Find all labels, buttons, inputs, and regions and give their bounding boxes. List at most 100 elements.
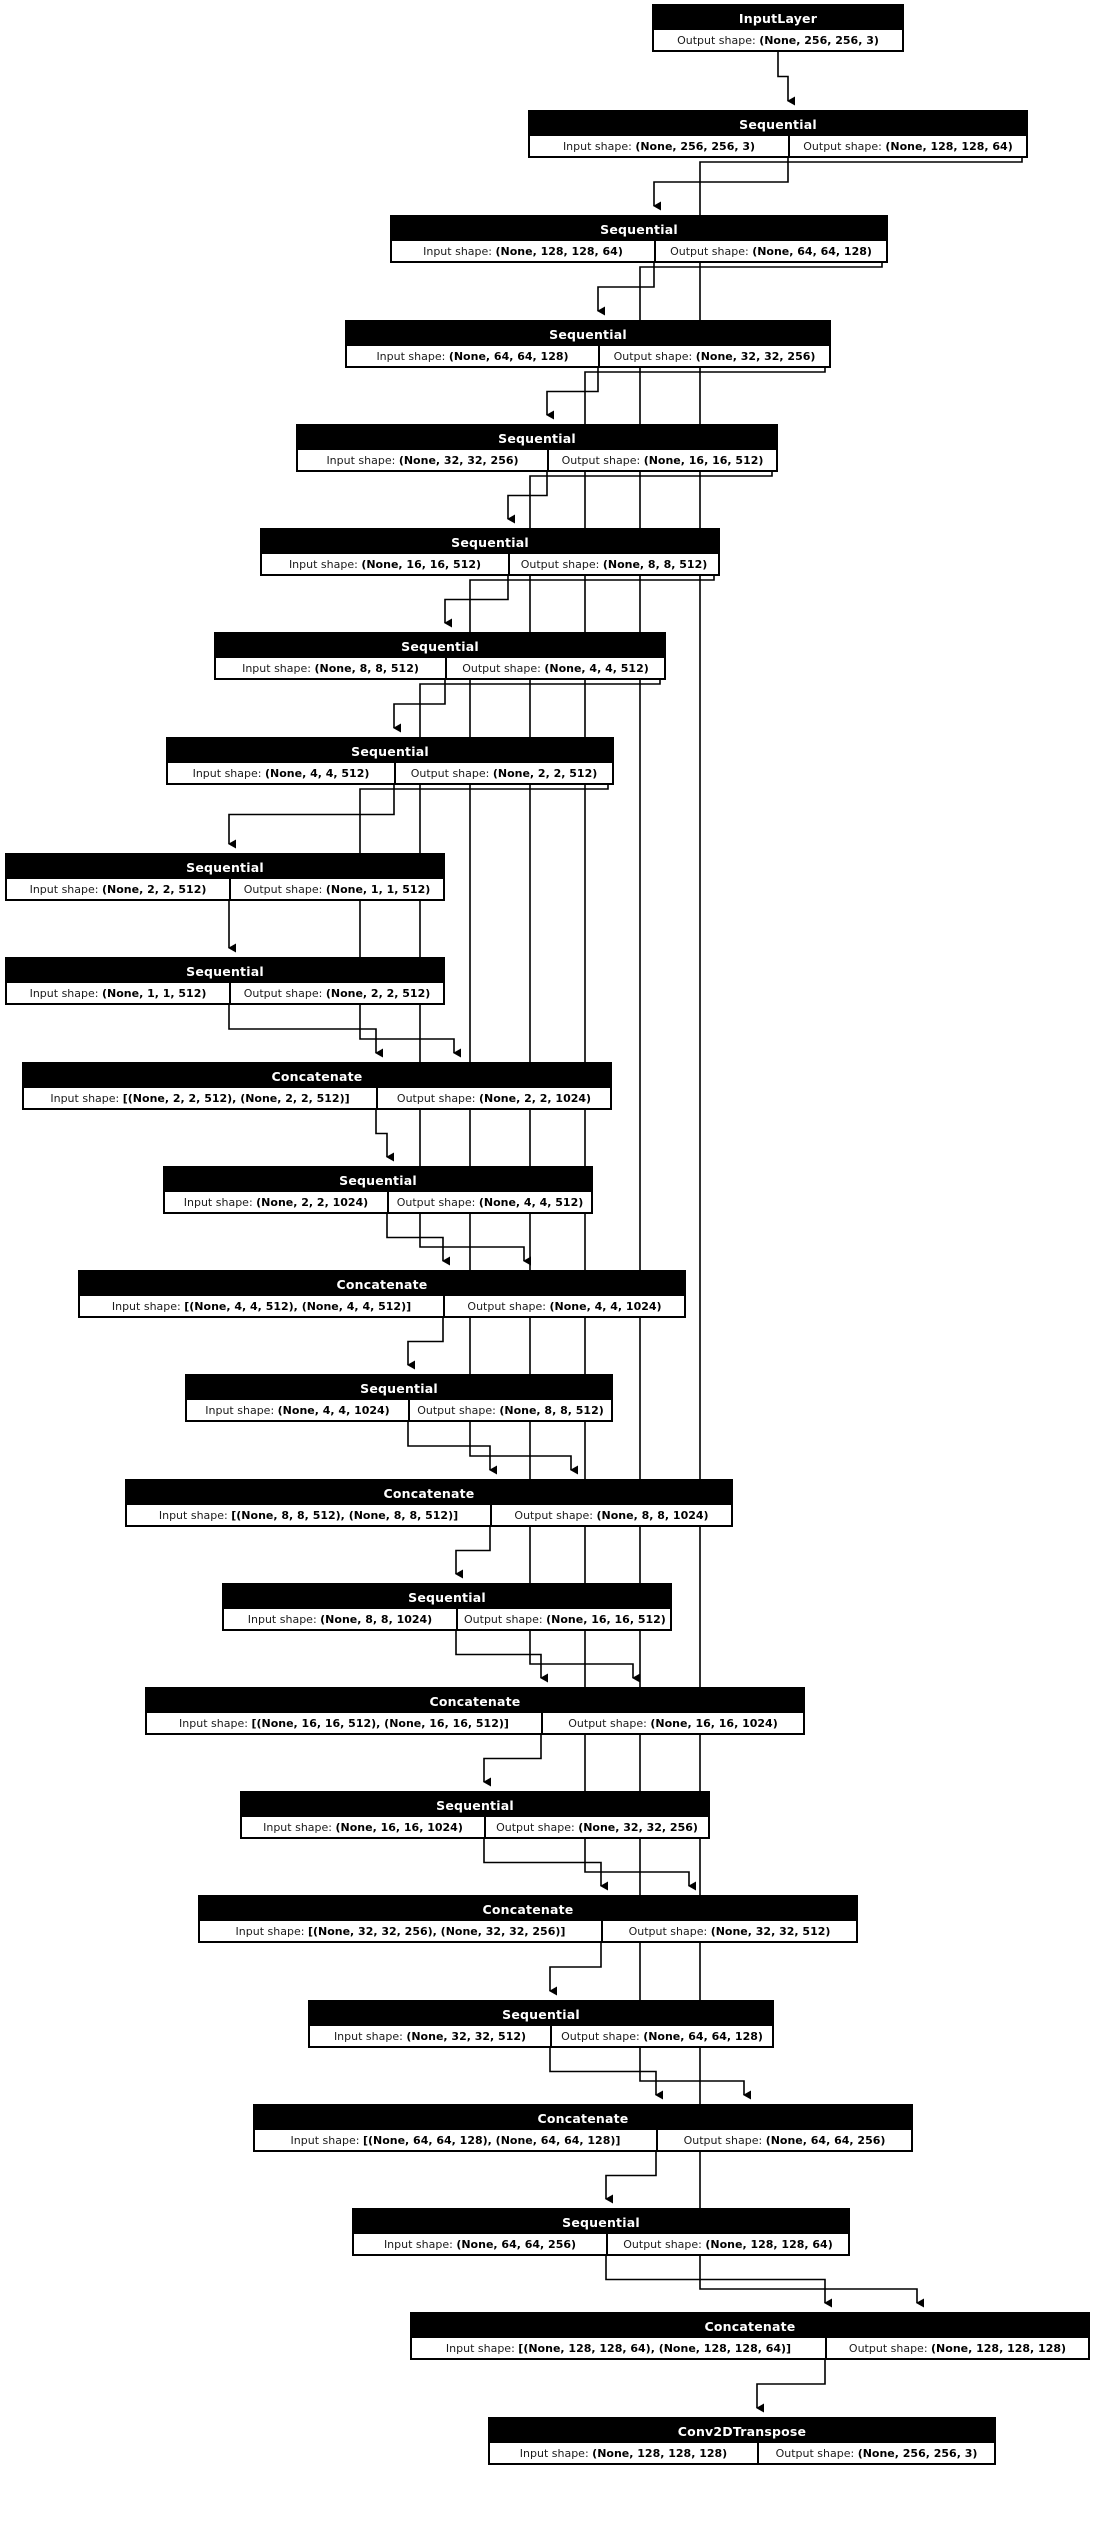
- node-output-shape: Output shape: (None, 16, 16, 1024): [568, 1716, 778, 1730]
- node-type-label: Sequential: [310, 2002, 772, 2026]
- graph-edge: [455, 1527, 491, 1579]
- graph-edge: [228, 785, 395, 849]
- node-output-shape: Output shape: (None, 64, 64, 128): [561, 2029, 763, 2043]
- node-input-shape: Input shape: (None, 64, 64, 128): [347, 346, 600, 366]
- node-shape-row: Input shape: (None, 8, 8, 512)Output sha…: [216, 658, 664, 678]
- node-shape-row: Input shape: [(None, 2, 2, 512), (None, …: [24, 1088, 610, 1108]
- node-type-label: Sequential: [224, 1585, 670, 1609]
- node-type-label: Sequential: [168, 739, 612, 763]
- node-input-shape: Input shape: (None, 256, 256, 3): [530, 136, 790, 156]
- graph-edge: [584, 368, 826, 1891]
- node-type-label: Concatenate: [147, 1689, 803, 1713]
- node-input-shape: Input shape: (None, 32, 32, 256): [298, 450, 549, 470]
- node-type-label: Sequential: [298, 426, 776, 450]
- graph-edge: [375, 1110, 394, 1162]
- node-output-shape: Output shape: (None, 2, 2, 512): [243, 986, 431, 1000]
- node-input-shape: Input shape: [(None, 32, 32, 256), (None…: [200, 1921, 603, 1941]
- node-input-shape: Input shape: (None, 8, 8, 1024): [224, 1609, 458, 1629]
- node-input-shape: Input shape: (None, 128, 128, 64): [392, 241, 656, 261]
- node-output-shape: Output shape: (None, 32, 32, 256): [613, 349, 816, 363]
- node-shape-row: Input shape: (None, 2, 2, 1024)Output sh…: [165, 1192, 591, 1212]
- node-output-shape: Output shape: (None, 1, 1, 512): [243, 882, 431, 896]
- node-input-shape: Input shape: [(None, 8, 8, 512), (None, …: [127, 1505, 492, 1525]
- node-shape-row: Input shape: (None, 256, 256, 3) Output s…: [530, 136, 1026, 156]
- graph-edge: [407, 1318, 444, 1370]
- graph-edge: [699, 158, 1023, 2308]
- node-type-label: Concatenate: [412, 2314, 1088, 2338]
- node-shape-row: Input shape: (None, 128, 128, 64)Output …: [392, 241, 886, 261]
- node-shape-row: Input shape: [(None, 16, 16, 512), (None…: [147, 1713, 803, 1733]
- graph-edge: [407, 1422, 497, 1475]
- node-output-shape: Output shape: (None, 16, 16, 512): [464, 1612, 666, 1626]
- node-output-shape: Output shape: (None, 8, 8, 512): [417, 1403, 604, 1417]
- node-output-shape: Output shape: (None, 4, 4, 512): [396, 1195, 584, 1209]
- node-input-shape: Input shape: (None, 64, 64, 256): [354, 2234, 608, 2254]
- node-shape-row: Input shape: [(None, 64, 64, 128), (None…: [255, 2130, 911, 2150]
- node-type-label: Concatenate: [80, 1272, 684, 1296]
- node-input-shape: Input shape: (None, 16, 16, 1024): [242, 1817, 486, 1837]
- node-input-shape: Input shape: [(None, 64, 64, 128), (None…: [255, 2130, 658, 2150]
- graph-edge: [393, 680, 446, 733]
- node-output-shape: Output shape: (None, 8, 8, 512): [520, 557, 708, 571]
- node-shape-row: Input shape: [(None, 4, 4, 512), (None, …: [80, 1296, 684, 1316]
- node-output-shape: Output shape: (None, 32, 32, 256): [496, 1820, 698, 1834]
- node-type-label: Sequential: [354, 2210, 848, 2234]
- graph-edge: [605, 2256, 832, 2308]
- node-shape-row: Input shape: [(None, 8, 8, 512), (None, …: [127, 1505, 731, 1525]
- node-type-label: Concatenate: [24, 1064, 610, 1088]
- graph-edge: [455, 1631, 548, 1683]
- node-type-label: Conv2DTranspose: [490, 2419, 994, 2443]
- graph-edge: [483, 1735, 542, 1787]
- node-input-shape: Input shape: (None, 4, 4, 512): [168, 763, 396, 783]
- node-output-shape: Output shape: (None, 16, 16, 512): [561, 453, 764, 467]
- node-type-label: Concatenate: [127, 1481, 731, 1505]
- node-shape-row: Input shape: (None, 1, 1, 512)Output sha…: [7, 983, 443, 1003]
- node-output-shape: Output shape: (None, 8, 8, 1024): [514, 1508, 709, 1522]
- node-shape-row: Input shape: (None, 4, 4, 1024)Output sh…: [187, 1400, 611, 1420]
- node-type-label: Sequential: [187, 1376, 611, 1400]
- node-output-shape: Output shape: (None, 2, 2, 1024): [396, 1091, 592, 1105]
- graph-edge: [483, 1839, 608, 1891]
- node-output-shape: Output shape: (None, 256, 256, 3): [775, 2446, 978, 2460]
- graph-edge: [386, 1214, 450, 1266]
- graph-edge: [777, 52, 795, 106]
- node-input-shape: Input shape: (None, 16, 16, 512): [262, 554, 510, 574]
- node-input-shape: Input shape: [(None, 128, 128, 64), (Non…: [412, 2338, 827, 2358]
- node-output-shape: Output shape: (None, 128, 128, 64): [623, 2237, 833, 2251]
- graph-edge: [549, 2048, 663, 2100]
- node-type-label: Sequential: [7, 959, 443, 983]
- node-output-shape: Output shape: (None, 128, 128, 64): [803, 139, 1013, 153]
- node-shape-row: Input shape: (None, 64, 64, 256) Output s…: [354, 2234, 848, 2254]
- node-shape-row: Input shape: (None, 16, 16, 512) Output s…: [262, 554, 718, 574]
- node-shape-row: Input shape: (None, 64, 64, 128) Output s…: [347, 346, 829, 366]
- graph-edge: [597, 263, 655, 316]
- node-input-shape: Input shape: [(None, 2, 2, 512), (None, …: [24, 1088, 378, 1108]
- graph-edge: [756, 2360, 826, 2413]
- node-type-label: Sequential: [165, 1168, 591, 1192]
